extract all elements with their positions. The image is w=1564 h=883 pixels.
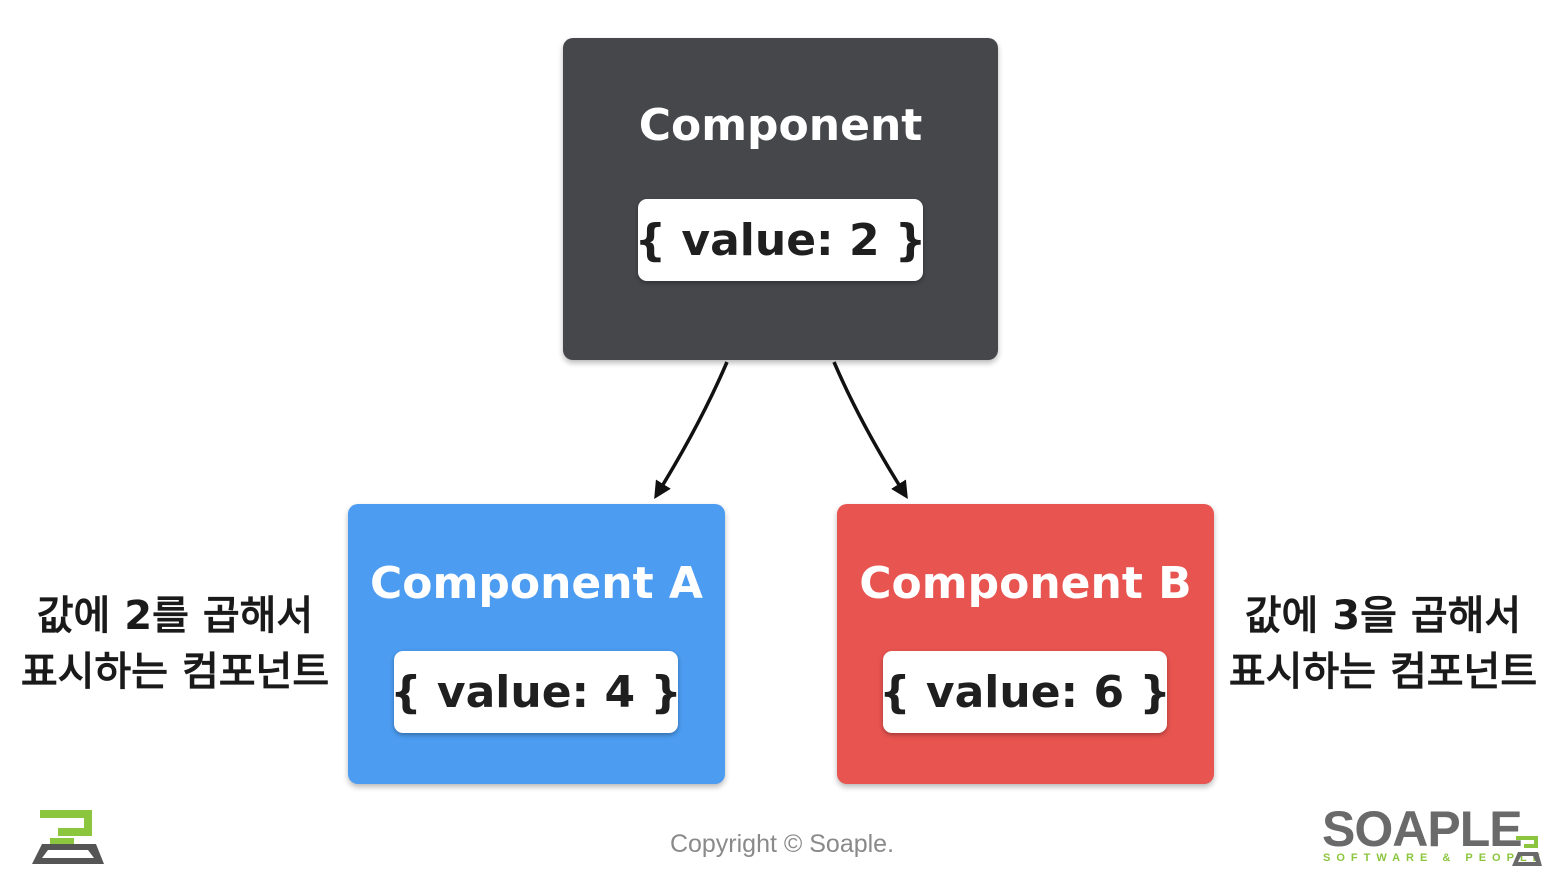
copyright-text: Copyright © Soaple. — [669, 830, 895, 858]
component-a-value: { value: 4 } — [390, 651, 682, 733]
component-box-parent: Component { value: 2 } — [563, 38, 998, 360]
description-line: 값에 3을 곱해서 — [1244, 593, 1522, 639]
component-b-value: { value: 6 } — [879, 651, 1171, 733]
component-title: Component — [638, 100, 923, 151]
brand-name: SOAPLE — [1322, 801, 1523, 857]
soaple-logo-icon — [32, 810, 104, 864]
description-line: 값에 2를 곱해서 — [36, 593, 314, 639]
component-box-b: Component B { value: 6 } — [837, 504, 1214, 784]
description-line: 표시하는 컴포넌트 — [1228, 649, 1538, 695]
component-a-description: 값에 2를 곱해서 표시하는 컴포넌트 — [10, 588, 340, 700]
brand-logo: SOAPLE SOFTWARE & PEOPLE — [1318, 801, 1548, 874]
arrow-parent-to-b — [832, 361, 908, 499]
component-b-description: 값에 3을 곱해서 표시하는 컴포넌트 — [1218, 588, 1548, 700]
component-value: { value: 2 } — [635, 199, 926, 281]
component-b-title: Component B — [859, 558, 1192, 609]
description-line: 표시하는 컴포넌트 — [20, 649, 330, 695]
soaple-mark-icon — [1512, 836, 1542, 866]
brand-tagline: SOFTWARE & PEOPLE — [1323, 852, 1547, 864]
arrow-parent-to-a — [654, 361, 729, 499]
component-box-a: Component A { value: 4 } — [348, 504, 725, 784]
component-a-title: Component A — [370, 558, 703, 609]
